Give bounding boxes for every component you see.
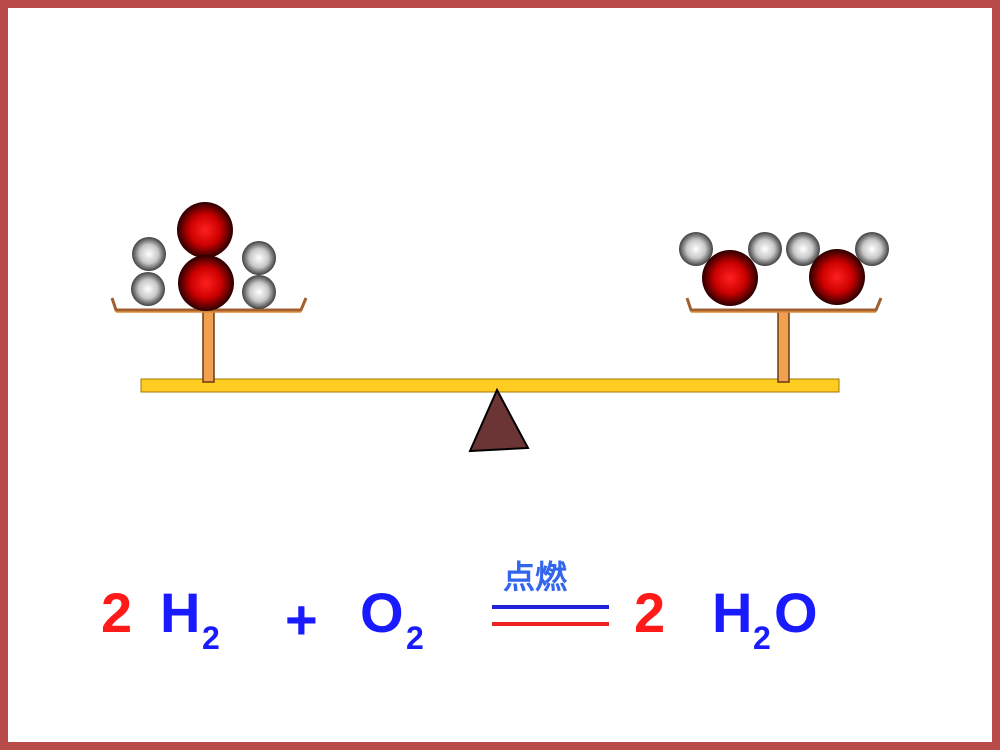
- product-hydrogen: H: [712, 581, 753, 644]
- reactant-hydrogen-subscript: 2: [202, 620, 220, 656]
- reactant-hydrogen: H: [160, 581, 201, 644]
- product-oxygen: O: [774, 581, 818, 644]
- hydrogen-atom: [242, 275, 276, 309]
- hydrogen-atom: [748, 232, 782, 266]
- reaction-condition: 点燃: [503, 558, 568, 596]
- right-pan: [685, 297, 883, 312]
- hydrogen-atom: [786, 232, 820, 266]
- hydrogen-atom: [242, 241, 276, 275]
- right-post: [777, 310, 790, 383]
- reactant-oxygen: O: [360, 581, 404, 644]
- oxygen-atom: [702, 250, 758, 306]
- oxygen-atom: [177, 202, 233, 258]
- fulcrum: [468, 387, 530, 453]
- hydrogen-atom: [131, 272, 165, 306]
- hydrogen-atom: [679, 232, 713, 266]
- hydrogen-atom: [132, 237, 166, 271]
- left-post: [202, 308, 215, 383]
- coefficient-right: 2: [634, 581, 666, 644]
- oxygen-atom: [178, 255, 234, 311]
- hydrogen-atom: [855, 232, 889, 266]
- plus-sign: +: [285, 588, 318, 651]
- product-hydrogen-subscript: 2: [753, 620, 771, 656]
- balance-beam: [140, 378, 840, 393]
- coefficient-left: 2: [101, 581, 133, 644]
- reactant-oxygen-subscript: 2: [406, 620, 424, 656]
- oxygen-atom: [809, 249, 865, 305]
